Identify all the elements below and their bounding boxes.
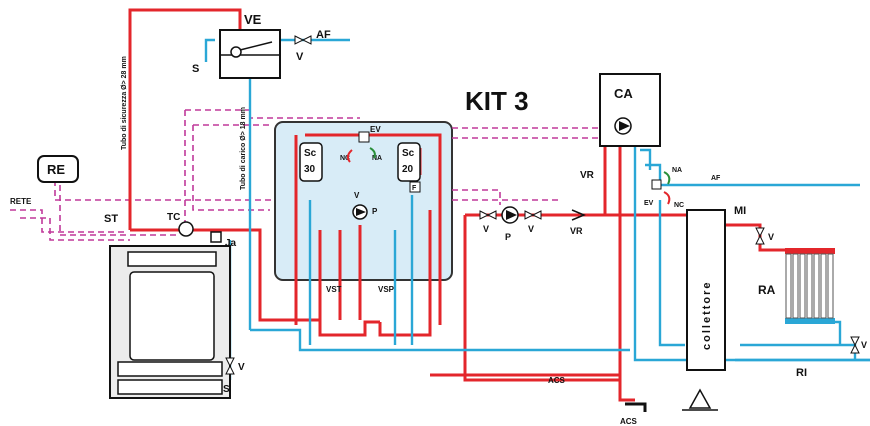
label-tc: TC	[167, 212, 180, 223]
valve-icon	[225, 364, 235, 375]
ja-box	[210, 231, 222, 243]
label-nc-right: NC	[674, 202, 684, 209]
cold-pipes	[204, 38, 870, 380]
label-fill-tube: Tubo di carico Ø> 18 mm	[240, 107, 247, 190]
valve-icon	[524, 210, 535, 220]
label-vst: VST	[326, 285, 342, 294]
label-sc20-a: Sc	[402, 148, 415, 159]
label-vsp: VSP	[378, 285, 395, 294]
valve-icon	[755, 234, 765, 245]
label-nc-kit: NC	[340, 155, 350, 162]
label-ev-right: EV	[644, 200, 654, 207]
label-sc20-b: 20	[402, 164, 414, 175]
ground-support-icon	[688, 388, 712, 409]
label-acs-bottom: ACS	[620, 417, 638, 426]
label-st: ST	[104, 213, 118, 225]
valve-icon	[225, 357, 235, 368]
float-valve-icon	[230, 46, 242, 58]
heat-exchanger-sc20	[397, 142, 421, 182]
label-acs-mid: ACS	[548, 376, 566, 385]
label-safety-tube: Tubo di sicurezza Ø> 28 mm	[121, 56, 128, 150]
label-v-kit: V	[354, 191, 360, 200]
label-f: F	[412, 185, 417, 192]
expansion-tank-ve	[219, 29, 281, 79]
label-ve: VE	[244, 12, 262, 27]
radiator-ra	[785, 248, 835, 324]
signal-lines	[10, 109, 610, 241]
label-ev-kit: EV	[370, 125, 381, 134]
label-af-right: AF	[711, 175, 721, 182]
label-ca: CA	[614, 86, 633, 101]
valve-icon	[301, 35, 312, 45]
label-na-right: NA	[672, 167, 682, 174]
controller-re	[37, 155, 79, 183]
valve-icon	[755, 227, 765, 238]
label-sc30-b: 30	[304, 164, 316, 175]
valve-icon	[486, 210, 497, 220]
label-vr-top: VR	[580, 170, 595, 181]
valve-icon	[531, 210, 542, 220]
label-vr-mid: VR	[570, 226, 583, 236]
stove	[109, 245, 231, 399]
label-v-mi: V	[768, 232, 774, 242]
nc-arc-icon	[346, 149, 353, 163]
heat-exchanger-sc30	[299, 142, 323, 182]
label-collettore: collettore	[701, 280, 713, 350]
valve-icon	[850, 343, 860, 354]
check-valve-icon	[571, 209, 586, 221]
label-rete: RETE	[10, 197, 32, 206]
thermostat-tc-icon	[178, 221, 194, 237]
label-v-top: V	[296, 51, 304, 63]
filter-f-box	[409, 181, 421, 193]
valve-icon	[850, 336, 860, 347]
na-arc-icon	[663, 171, 671, 185]
label-na-kit: NA	[372, 155, 382, 162]
solenoid-valve-icon	[651, 179, 662, 190]
label-s-bottom: S	[223, 384, 230, 395]
label-s-top: S	[192, 63, 199, 75]
pump-arrow-icon	[506, 210, 517, 220]
label-v-ri: V	[861, 340, 867, 350]
label-ri: RI	[796, 367, 807, 379]
nc-arc-icon	[663, 191, 671, 205]
na-arc-icon	[369, 147, 376, 159]
label-ra: RA	[758, 283, 776, 297]
label-re: RE	[47, 162, 65, 177]
manifold-collettore	[686, 209, 726, 371]
label-v-right: V	[528, 224, 534, 234]
pump-arrow-icon	[619, 121, 630, 131]
label-ja: Ja	[225, 238, 237, 249]
label-p-kit: P	[372, 207, 378, 216]
label-v-left: V	[483, 224, 489, 234]
pump-arrow-icon	[356, 208, 366, 216]
label-sc30-a: Sc	[304, 148, 317, 159]
label-p-mid: P	[505, 232, 511, 242]
solenoid-valve-icon	[358, 131, 370, 143]
label-v-bottom: V	[238, 362, 245, 373]
faucet-icon	[625, 402, 647, 412]
label-af-top: AF	[316, 29, 331, 41]
kit-title: KIT 3	[465, 86, 529, 116]
label-mi: MI	[734, 205, 746, 217]
valve-icon	[479, 210, 490, 220]
valve-icon	[294, 35, 305, 45]
boiler-ca	[599, 73, 661, 147]
